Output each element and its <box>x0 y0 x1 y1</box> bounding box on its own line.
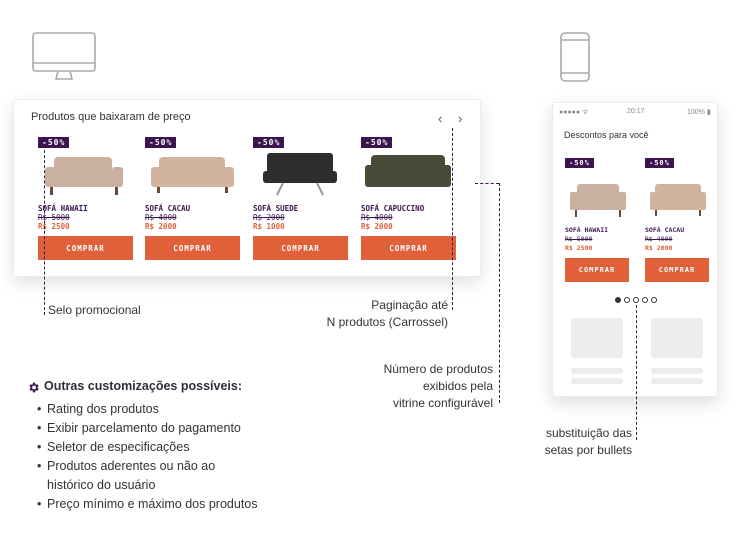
list-item: Exibir parcelamento do pagamento <box>47 419 258 438</box>
list-item-continuation: histórico do usuário <box>47 478 156 492</box>
customizations-list: Rating dos produtos Exibir parcelamento … <box>47 400 258 514</box>
discount-badge: -50% <box>361 137 393 148</box>
product-name: SOFÁ SUEDE <box>253 204 299 213</box>
buy-button[interactable]: COMPRAR <box>145 236 240 260</box>
placeholder-line <box>571 368 623 374</box>
list-item: Rating dos produtos <box>47 400 258 419</box>
prev-arrow-icon[interactable]: ‹ <box>438 111 443 126</box>
annotation-text: exibidos pela <box>422 379 493 393</box>
bullets-annotation: substituição das setas por bullets <box>520 425 632 459</box>
buy-button[interactable]: COMPRAR <box>645 258 709 282</box>
buy-button[interactable]: COMPRAR <box>253 236 348 260</box>
sofa-image[interactable] <box>361 149 456 201</box>
list-item: Seletor de especificações <box>47 438 258 457</box>
old-price: R$ 5000 <box>38 213 70 222</box>
buy-button[interactable]: COMPRAR <box>361 236 456 260</box>
discount-badge: -50% <box>145 137 177 148</box>
product-count-annotation: Número de produtos exibidos pela vitrine… <box>340 361 493 412</box>
list-item: Produtos aderentes ou não ao <box>47 457 258 476</box>
new-price: R$ 2500 <box>38 222 70 231</box>
list-item: Preço mínimo e máximo dos produtos <box>47 495 258 514</box>
old-price: R$ 4000 <box>645 235 673 243</box>
new-price: R$ 2500 <box>565 244 593 252</box>
carousel-bullet[interactable] <box>615 297 621 303</box>
annotation-text: Paginação até <box>371 298 448 312</box>
connector-line <box>636 305 637 440</box>
sofa-image[interactable] <box>38 149 133 201</box>
mobile-shelf-title: Descontos para você <box>564 130 649 140</box>
new-price: R$ 2000 <box>361 222 393 231</box>
discount-badge: -50% <box>565 158 594 168</box>
status-battery: 100% ▮ <box>687 109 711 116</box>
new-price: R$ 2000 <box>145 222 177 231</box>
new-price: R$ 1000 <box>253 222 285 231</box>
discount-badge: -50% <box>38 137 70 148</box>
discount-badge: -50% <box>253 137 285 148</box>
smartphone-icon <box>560 32 590 82</box>
sofa-image[interactable] <box>145 149 240 201</box>
status-time: 20:17 <box>627 108 645 115</box>
desktop-shelf: Produtos que baixaram de preço ‹ › -50% … <box>13 99 481 277</box>
mobile-shelf: ●●●●● ᯤ 20:17 100% ▮ Descontos para você… <box>552 102 718 397</box>
product-name: SOFÁ CAPUCCINO <box>361 204 425 213</box>
pagination-annotation: Paginação até N produtos (Carrossel) <box>300 297 448 331</box>
new-price: R$ 2000 <box>645 244 673 252</box>
buy-button[interactable]: COMPRAR <box>565 258 629 282</box>
carousel-bullet[interactable] <box>651 297 657 303</box>
connector-line <box>44 150 45 315</box>
sofa-image[interactable] <box>565 172 631 226</box>
old-price: R$ 4000 <box>361 213 393 222</box>
placeholder-image <box>651 318 703 358</box>
product-name: SOFÁ HAWAII <box>38 204 88 213</box>
carousel-bullet[interactable] <box>633 297 639 303</box>
customizations-title: Outras customizações possíveis: <box>44 379 242 393</box>
old-price: R$ 2000 <box>253 213 285 222</box>
status-signal: ●●●●● ᯤ <box>559 109 589 116</box>
annotation-text: Selo promocional <box>48 303 141 317</box>
sofa-image[interactable] <box>645 172 711 226</box>
old-price: R$ 4000 <box>145 213 177 222</box>
placeholder-image <box>571 318 623 358</box>
annotation-text: Número de produtos <box>383 362 493 376</box>
annotation-text: setas por bullets <box>544 443 632 457</box>
discount-badge: -50% <box>645 158 674 168</box>
annotation-text: N produtos (Carrossel) <box>326 315 448 329</box>
gear-icon <box>29 382 39 393</box>
old-price: R$ 5000 <box>565 235 593 243</box>
desktop-shelf-title: Produtos que baixaram de preço <box>31 111 191 123</box>
placeholder-line <box>571 378 623 384</box>
placeholder-line <box>651 378 703 384</box>
annotation-text: vitrine configurável <box>392 396 493 410</box>
buy-button[interactable]: COMPRAR <box>38 236 133 260</box>
next-arrow-icon[interactable]: › <box>458 111 463 126</box>
placeholder-line <box>651 368 703 374</box>
sofa-image[interactable] <box>253 149 348 201</box>
product-name: SOFÁ CACAU <box>645 226 685 234</box>
monitor-icon <box>32 32 96 80</box>
carousel-bullet[interactable] <box>642 297 648 303</box>
carousel-bullet[interactable] <box>624 297 630 303</box>
promo-badge-annotation: Selo promocional <box>48 302 141 319</box>
product-name: SOFÁ CACAU <box>145 204 191 213</box>
product-name: SOFÁ HAWAII <box>565 226 609 234</box>
annotation-text: substituição das <box>545 426 632 440</box>
connector-line <box>475 183 499 184</box>
connector-line <box>499 183 500 403</box>
connector-line <box>452 128 453 310</box>
